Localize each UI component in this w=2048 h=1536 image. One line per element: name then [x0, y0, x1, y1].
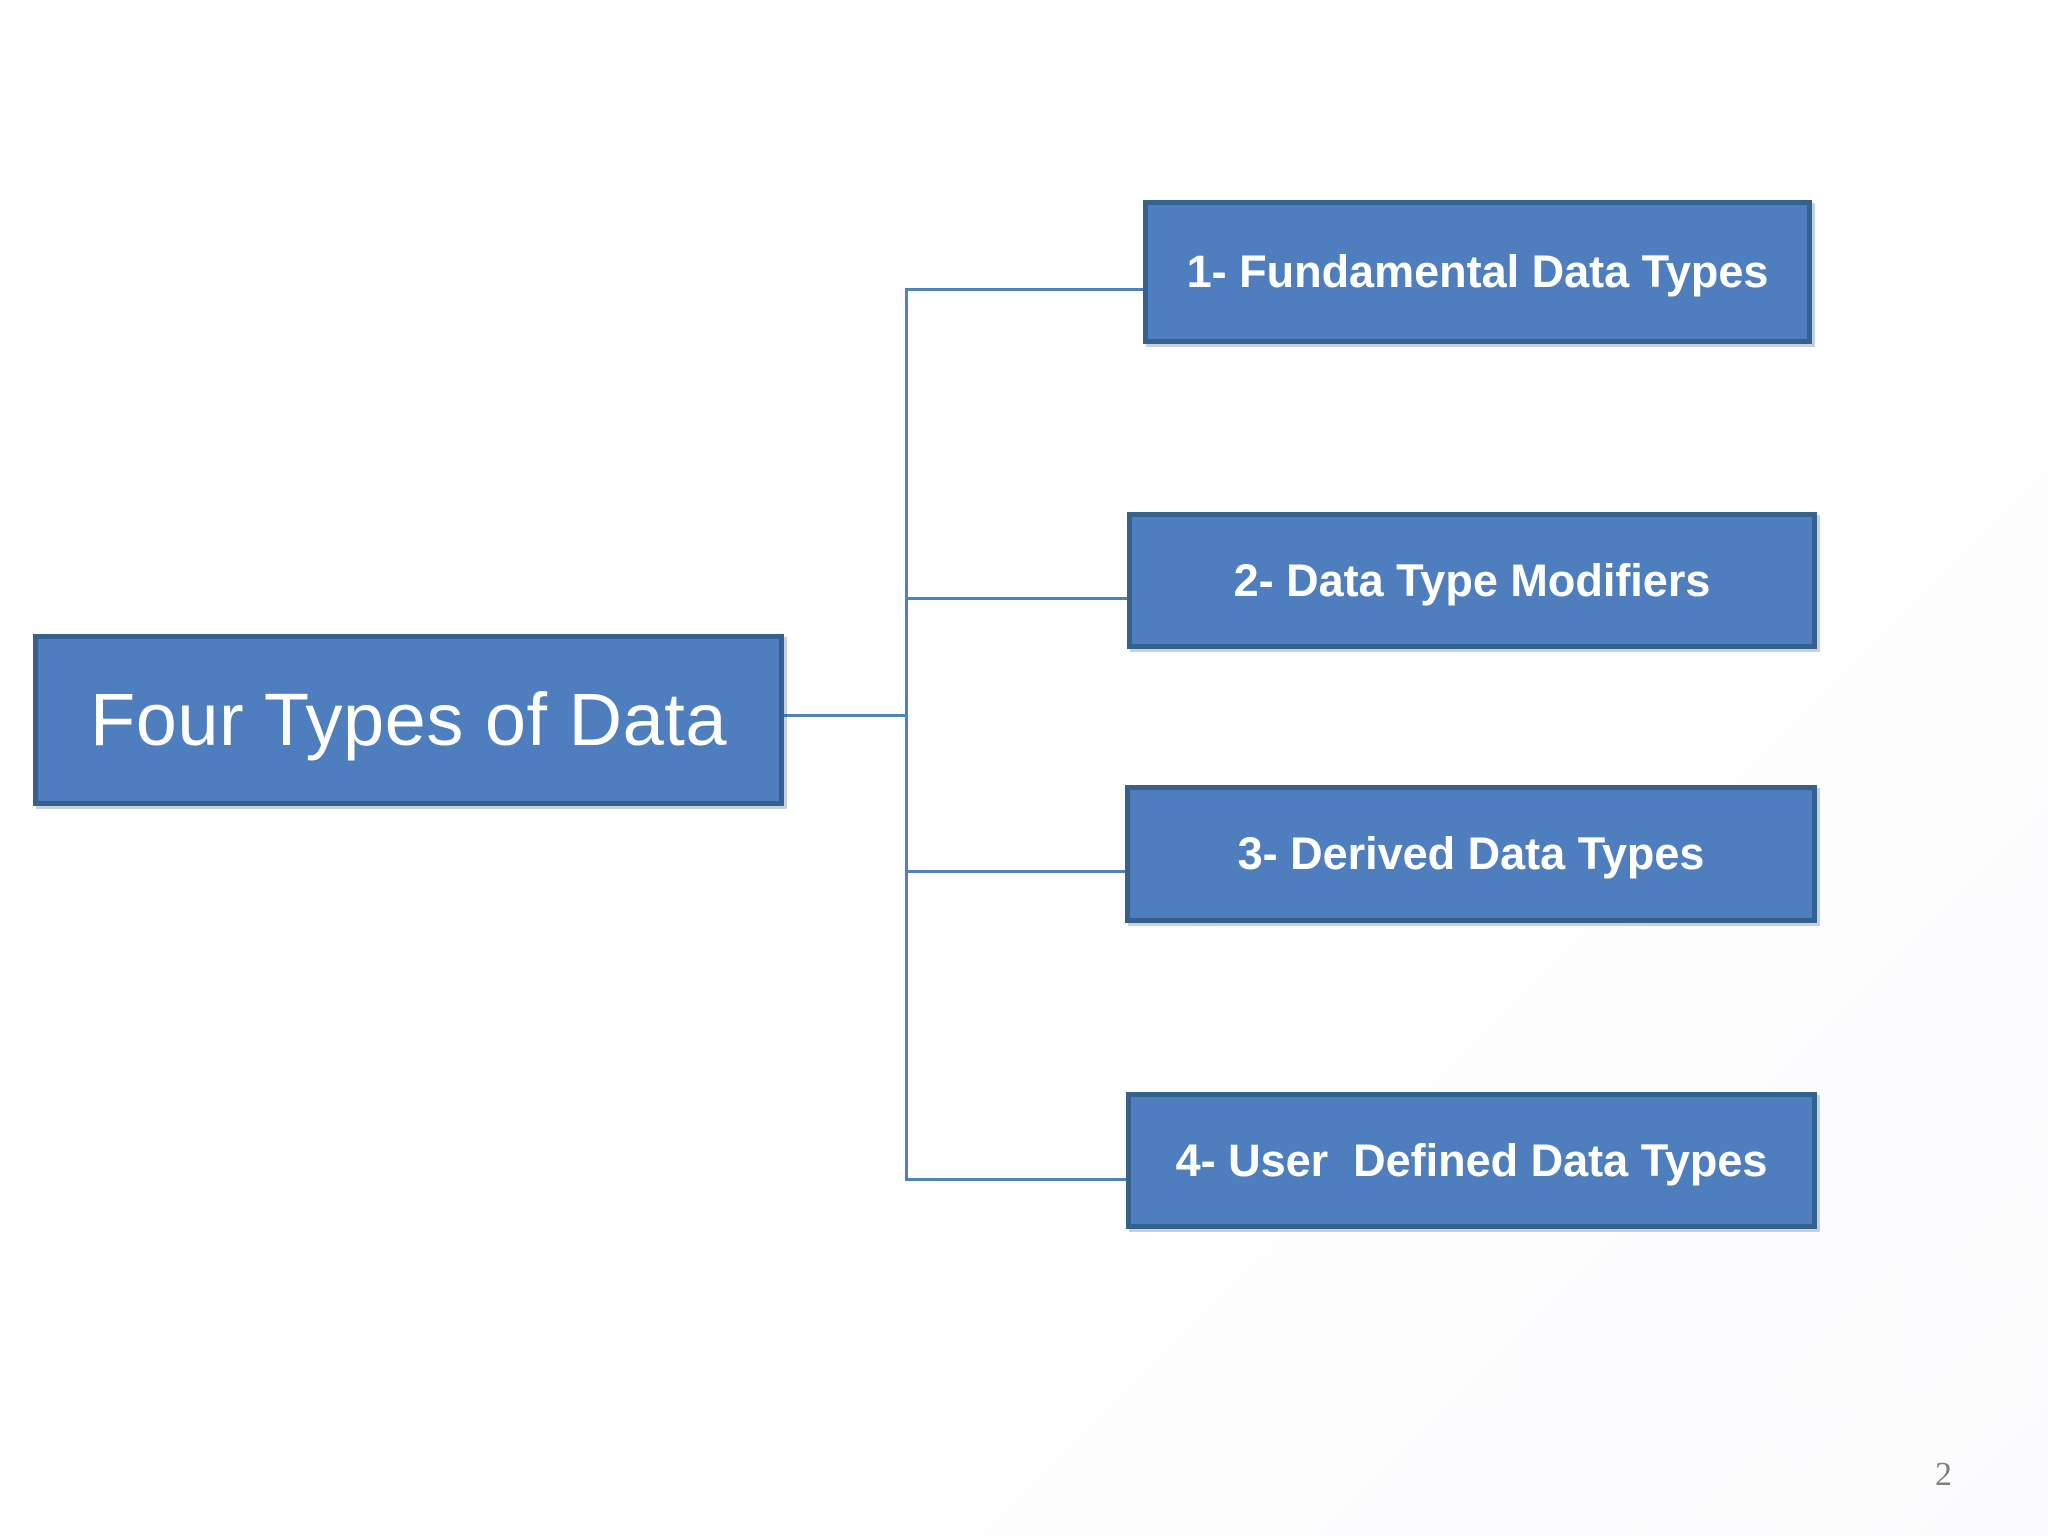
connector-branch-2	[905, 597, 1129, 600]
node-branch-user-defined-data-types[interactable]: 4- User Defined Data Types	[1126, 1092, 1817, 1229]
connector-branch-4	[905, 1178, 1128, 1181]
node-branch-fundamental-data-types[interactable]: 1- Fundamental Data Types	[1143, 200, 1812, 344]
node-branch-data-type-modifiers[interactable]: 2- Data Type Modifiers	[1127, 512, 1817, 649]
connector-branch-1	[905, 288, 1145, 291]
connector-branch-3	[905, 870, 1127, 873]
page-number: 2	[1935, 1456, 1952, 1493]
connector-root-stem	[784, 714, 908, 717]
node-branch-derived-data-types[interactable]: 3- Derived Data Types	[1125, 785, 1817, 923]
connector-trunk	[905, 288, 908, 1180]
node-root-four-types-of-data[interactable]: Four Types of Data	[33, 634, 784, 806]
